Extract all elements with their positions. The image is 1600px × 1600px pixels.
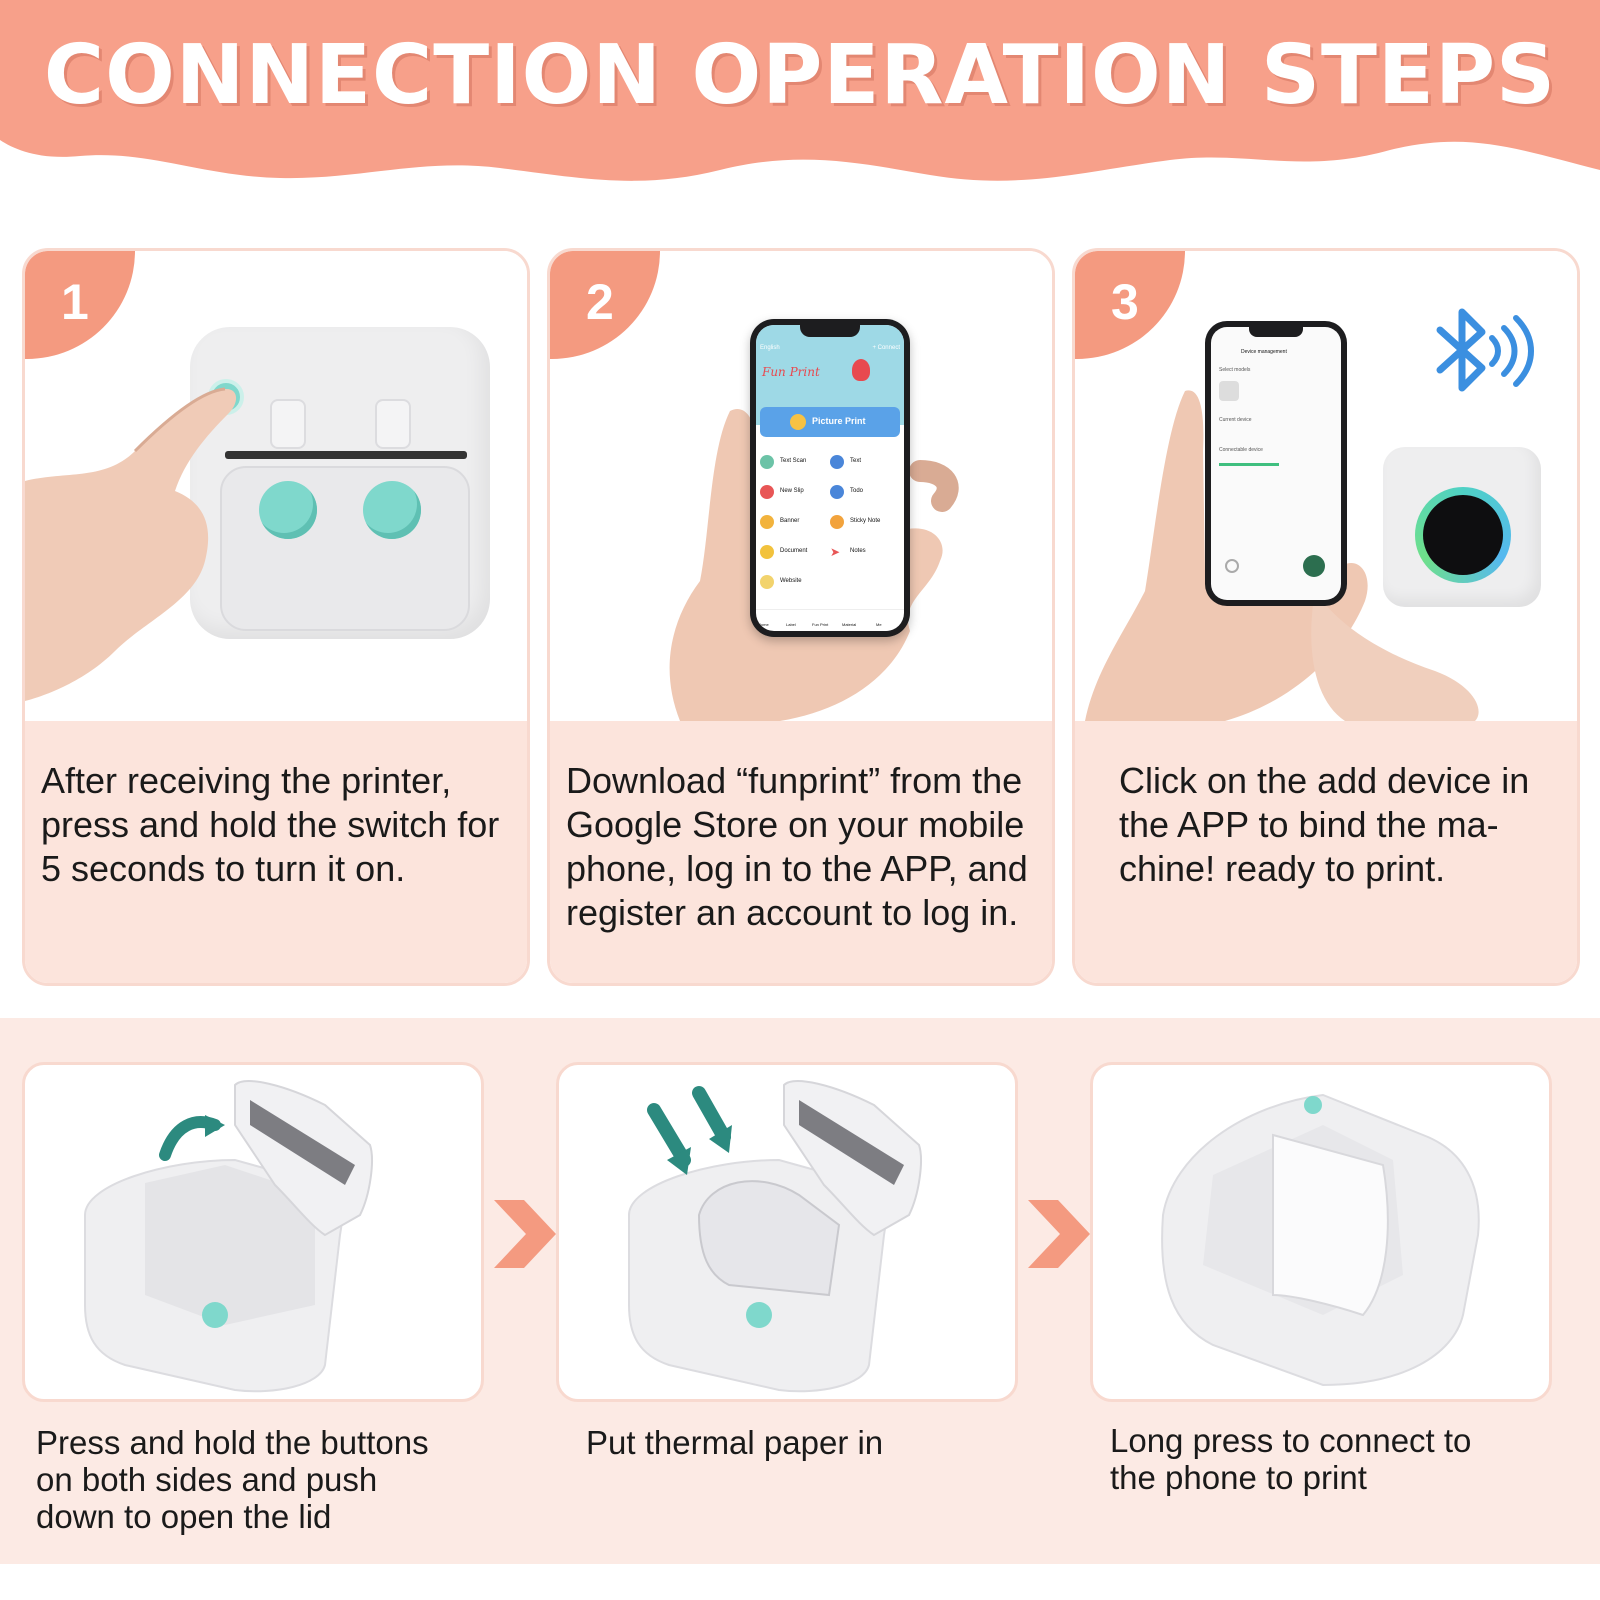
app-connect-link[interactable]: + Connect	[872, 345, 900, 351]
lower-card-insert-paper	[556, 1062, 1018, 1402]
lower-card-connect	[1090, 1062, 1552, 1402]
picture-print-icon	[790, 414, 806, 430]
page-title: CONNECTION OPERATION STEPS	[43, 28, 1557, 123]
lower-caption-2: Put thermal paper in	[586, 1424, 883, 1461]
tab-material[interactable]: Material	[842, 622, 857, 627]
phone-frame: Device management Select models Current …	[1205, 321, 1347, 606]
tab-home[interactable]: Home	[758, 622, 769, 627]
step-number-1: 1	[61, 274, 89, 330]
picture-print-button[interactable]: Picture Print	[760, 407, 900, 437]
printer-thumbnail	[1219, 381, 1239, 401]
tab-fun-print[interactable]: Fun Print	[812, 622, 829, 627]
balloon-icon	[852, 359, 870, 381]
add-device-button[interactable]	[1303, 555, 1325, 577]
menu-label: Text	[850, 458, 862, 464]
step-3-photo: Device management Select models Current …	[1075, 251, 1577, 721]
lower-caption-3-line2: the phone to print	[1110, 1459, 1367, 1496]
menu-label: Todo	[850, 488, 864, 494]
picture-print-label: Picture Print	[812, 416, 866, 426]
banner-wave-shape	[0, 0, 1600, 181]
lower-caption-1-line2: on both sides and push	[36, 1461, 378, 1498]
search-device-link[interactable]	[1219, 463, 1279, 466]
lower-caption-3: Long press to connect to the phone to pr…	[1110, 1422, 1471, 1496]
lid-button-right	[363, 481, 421, 539]
step-caption-3: Click on the add device in the APP to bi…	[1075, 721, 1577, 983]
phone-screen: Device management Select models Current …	[1211, 327, 1341, 600]
header-banner: CONNECTION OPERATION STEPS	[0, 0, 1600, 200]
menu-label: Sticky Note	[850, 518, 881, 524]
website-icon	[760, 575, 774, 589]
sticky-note-icon	[830, 515, 844, 529]
rocket-icon: ➤	[830, 545, 841, 559]
phone-frame: English + Connect Fun Print Picture Prin…	[750, 319, 910, 637]
printer-clip-left	[270, 399, 306, 449]
tab-me[interactable]: Me	[876, 622, 882, 627]
step-card-1: 1 After receiving the printer, press and…	[22, 248, 530, 986]
printer-paper-illustration	[628, 1080, 922, 1393]
printer-ring-light	[1415, 487, 1511, 583]
menu-label: Notes	[850, 548, 866, 554]
chevron-right-icon	[494, 1200, 556, 1268]
select-models-label: Select models	[1219, 367, 1251, 373]
app-logo: Fun Print	[762, 365, 820, 379]
step-badge-3: 3	[1075, 251, 1185, 359]
step-1-photo	[25, 251, 527, 721]
lid-button-left	[259, 481, 317, 539]
lower-caption-3-line1: Long press to connect to	[1110, 1422, 1472, 1459]
step-caption-1: After receiving the printer, press and h…	[25, 721, 527, 983]
lower-caption-1: Press and hold the buttons on both sides…	[36, 1424, 429, 1535]
step-card-3: Device management Select models Current …	[1072, 248, 1580, 986]
phone-notch	[1249, 327, 1303, 337]
lower-caption-1-line3: down to open the lid	[36, 1498, 332, 1535]
printer-lid	[220, 466, 470, 631]
step-number-3: 3	[1111, 274, 1139, 330]
printer-clip-right	[375, 399, 411, 449]
step-number-2: 2	[586, 274, 614, 330]
printer-closed-illustration	[1161, 1093, 1480, 1387]
new-slip-icon	[760, 485, 774, 499]
printer-body	[1383, 447, 1541, 607]
phone-screen: English + Connect Fun Print Picture Prin…	[756, 325, 904, 631]
tab-label[interactable]: Label	[786, 622, 796, 627]
bluetooth-icon	[1436, 308, 1534, 392]
menu-label: Document	[780, 548, 808, 554]
printer-lens	[1423, 495, 1503, 575]
lower-card-open-lid	[22, 1062, 484, 1402]
text-scan-icon	[760, 455, 774, 469]
scan-icon[interactable]	[1225, 559, 1239, 573]
menu-label: Website	[780, 578, 802, 584]
todo-icon	[830, 485, 844, 499]
hand-illustration	[1085, 390, 1479, 721]
connectable-device-label: Connectable device	[1219, 447, 1263, 453]
step-caption-2: Download “funprint” from the Google Stor…	[550, 721, 1052, 983]
document-icon	[760, 545, 774, 559]
banner-icon	[760, 515, 774, 529]
printer-open-illustration	[84, 1080, 373, 1393]
device-screen-title: Device management	[1241, 349, 1287, 355]
phone-notch	[800, 325, 860, 337]
lower-caption-2-line1: Put thermal paper in	[586, 1424, 884, 1461]
hand-illustration	[25, 387, 237, 701]
current-device-label: Current device	[1219, 417, 1252, 423]
menu-label: New Slip	[780, 488, 804, 494]
lower-caption-1-line1: Press and hold the buttons	[36, 1424, 429, 1461]
text-icon	[830, 455, 844, 469]
step-card-2: English + Connect Fun Print Picture Prin…	[547, 248, 1055, 986]
app-language[interactable]: English	[760, 345, 780, 351]
paper-slot	[225, 451, 467, 459]
menu-label: Banner	[780, 518, 800, 524]
app-tab-bar: Home Label Fun Print Material Me	[756, 609, 904, 631]
step-2-photo: English + Connect Fun Print Picture Prin…	[550, 251, 1052, 721]
chevron-right-icon	[1028, 1200, 1090, 1268]
menu-label: Text Scan	[780, 458, 807, 464]
